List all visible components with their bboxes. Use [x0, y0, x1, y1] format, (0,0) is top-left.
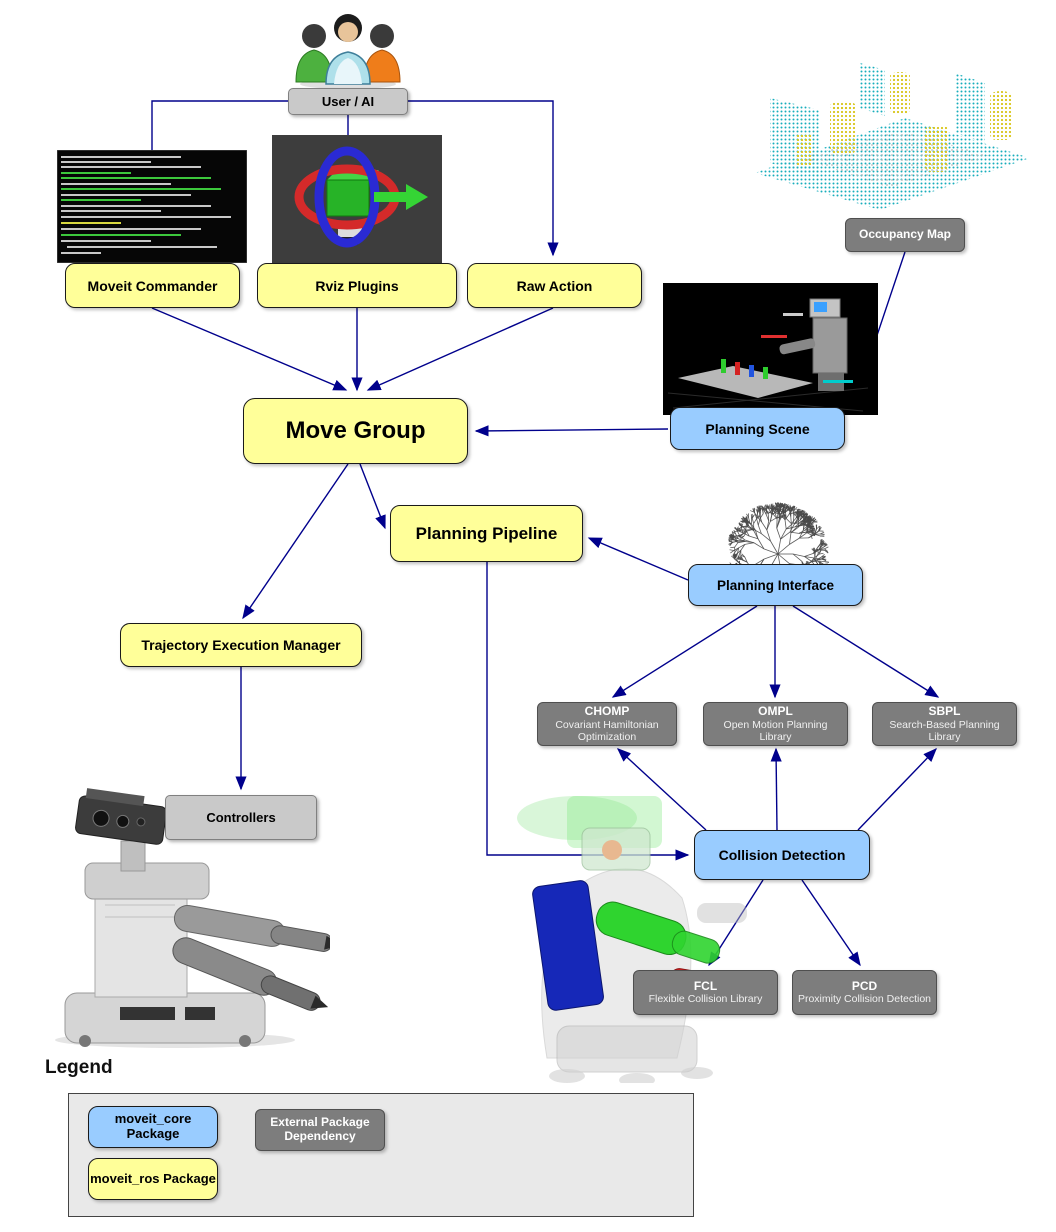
- node-ompl: OMPL Open Motion Planning Library: [703, 702, 848, 746]
- node-chomp-subtitle: Covariant Hamiltonian Optimization: [542, 719, 672, 743]
- node-controllers-label: Controllers: [206, 810, 275, 825]
- node-ompl-subtitle: Open Motion Planning Library: [708, 719, 843, 743]
- legend-moveit-ros: moveit_ros Package: [88, 1158, 218, 1200]
- node-planning-pipeline-label: Planning Pipeline: [416, 524, 558, 544]
- users-icon: [290, 6, 406, 90]
- node-collision-detection-label: Collision Detection: [719, 847, 846, 863]
- node-ompl-title: OMPL: [758, 705, 793, 719]
- node-sbpl: SBPL Search-Based Planning Library: [872, 702, 1017, 746]
- node-moveit-commander: Moveit Commander: [65, 263, 240, 308]
- node-pcd-subtitle: Proximity Collision Detection: [798, 993, 931, 1005]
- node-collision-detection: Collision Detection: [694, 830, 870, 880]
- node-sbpl-title: SBPL: [928, 705, 960, 719]
- node-planning-pipeline: Planning Pipeline: [390, 505, 583, 562]
- node-controllers: Controllers: [165, 795, 317, 840]
- node-trajectory-execution-manager-label: Trajectory Execution Manager: [141, 637, 340, 653]
- node-move-group: Move Group: [243, 398, 468, 464]
- node-trajectory-execution-manager: Trajectory Execution Manager: [120, 623, 362, 667]
- rrt-tree-image: [650, 462, 905, 642]
- node-raw-action: Raw Action: [467, 263, 642, 308]
- node-move-group-label: Move Group: [285, 417, 425, 445]
- planning-scene-screenshot: [663, 283, 878, 415]
- node-pcd-title: PCD: [852, 980, 877, 994]
- legend-moveit-core: moveit_core Package: [88, 1106, 218, 1148]
- terminal-screenshot: [57, 150, 247, 263]
- node-pcd: PCD Proximity Collision Detection: [792, 970, 937, 1015]
- node-raw-action-label: Raw Action: [517, 278, 593, 294]
- node-chomp-title: CHOMP: [585, 705, 630, 719]
- node-fcl-title: FCL: [694, 980, 717, 994]
- legend-moveit-core-label: moveit_core Package: [89, 1112, 217, 1142]
- node-planning-scene-label: Planning Scene: [705, 421, 809, 437]
- node-planning-interface-label: Planning Interface: [717, 578, 834, 593]
- pr2-robot-image: [25, 745, 330, 1050]
- node-rviz-plugins: Rviz Plugins: [257, 263, 457, 308]
- legend-external-package-label: External Package Dependency: [260, 1116, 380, 1144]
- node-planning-interface: Planning Interface: [688, 564, 863, 606]
- legend-external-package: External Package Dependency: [255, 1109, 385, 1151]
- node-sbpl-subtitle: Search-Based Planning Library: [877, 719, 1012, 743]
- node-user-ai: User / AI: [288, 88, 408, 115]
- node-fcl-subtitle: Flexible Collision Library: [649, 993, 763, 1005]
- node-fcl: FCL Flexible Collision Library: [633, 970, 778, 1015]
- node-rviz-plugins-label: Rviz Plugins: [315, 278, 398, 294]
- node-occupancy-map: Occupancy Map: [845, 218, 965, 252]
- occupancy-map-pointcloud: [740, 38, 1040, 216]
- node-chomp: CHOMP Covariant Hamiltonian Optimization: [537, 702, 677, 746]
- legend-moveit-ros-label: moveit_ros Package: [90, 1172, 216, 1187]
- node-occupancy-map-label: Occupancy Map: [859, 228, 951, 242]
- node-moveit-commander-label: Moveit Commander: [88, 278, 218, 294]
- node-user-ai-label: User / AI: [322, 94, 374, 109]
- rviz-screenshot: [272, 135, 442, 265]
- node-planning-scene: Planning Scene: [670, 407, 845, 450]
- legend-title: Legend: [45, 1057, 113, 1079]
